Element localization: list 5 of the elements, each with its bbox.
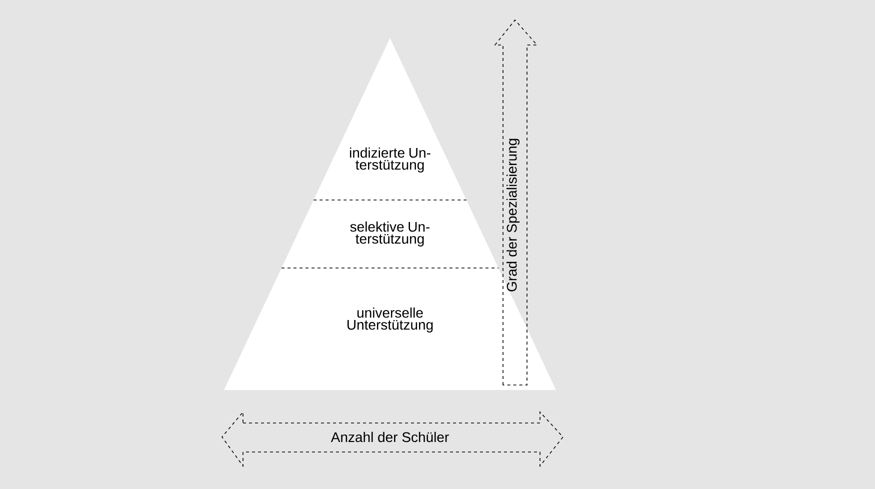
- node-label: selektive Un-terstützung: [350, 221, 430, 247]
- pyramid-tier: selektive Un-terstützung: [282, 200, 498, 268]
- node-label: indizierte Un-terstützung: [350, 147, 430, 173]
- pyramid-tier: indizierte Un-terstützung: [314, 38, 466, 200]
- node-label: universelle Unterstützung: [348, 307, 433, 333]
